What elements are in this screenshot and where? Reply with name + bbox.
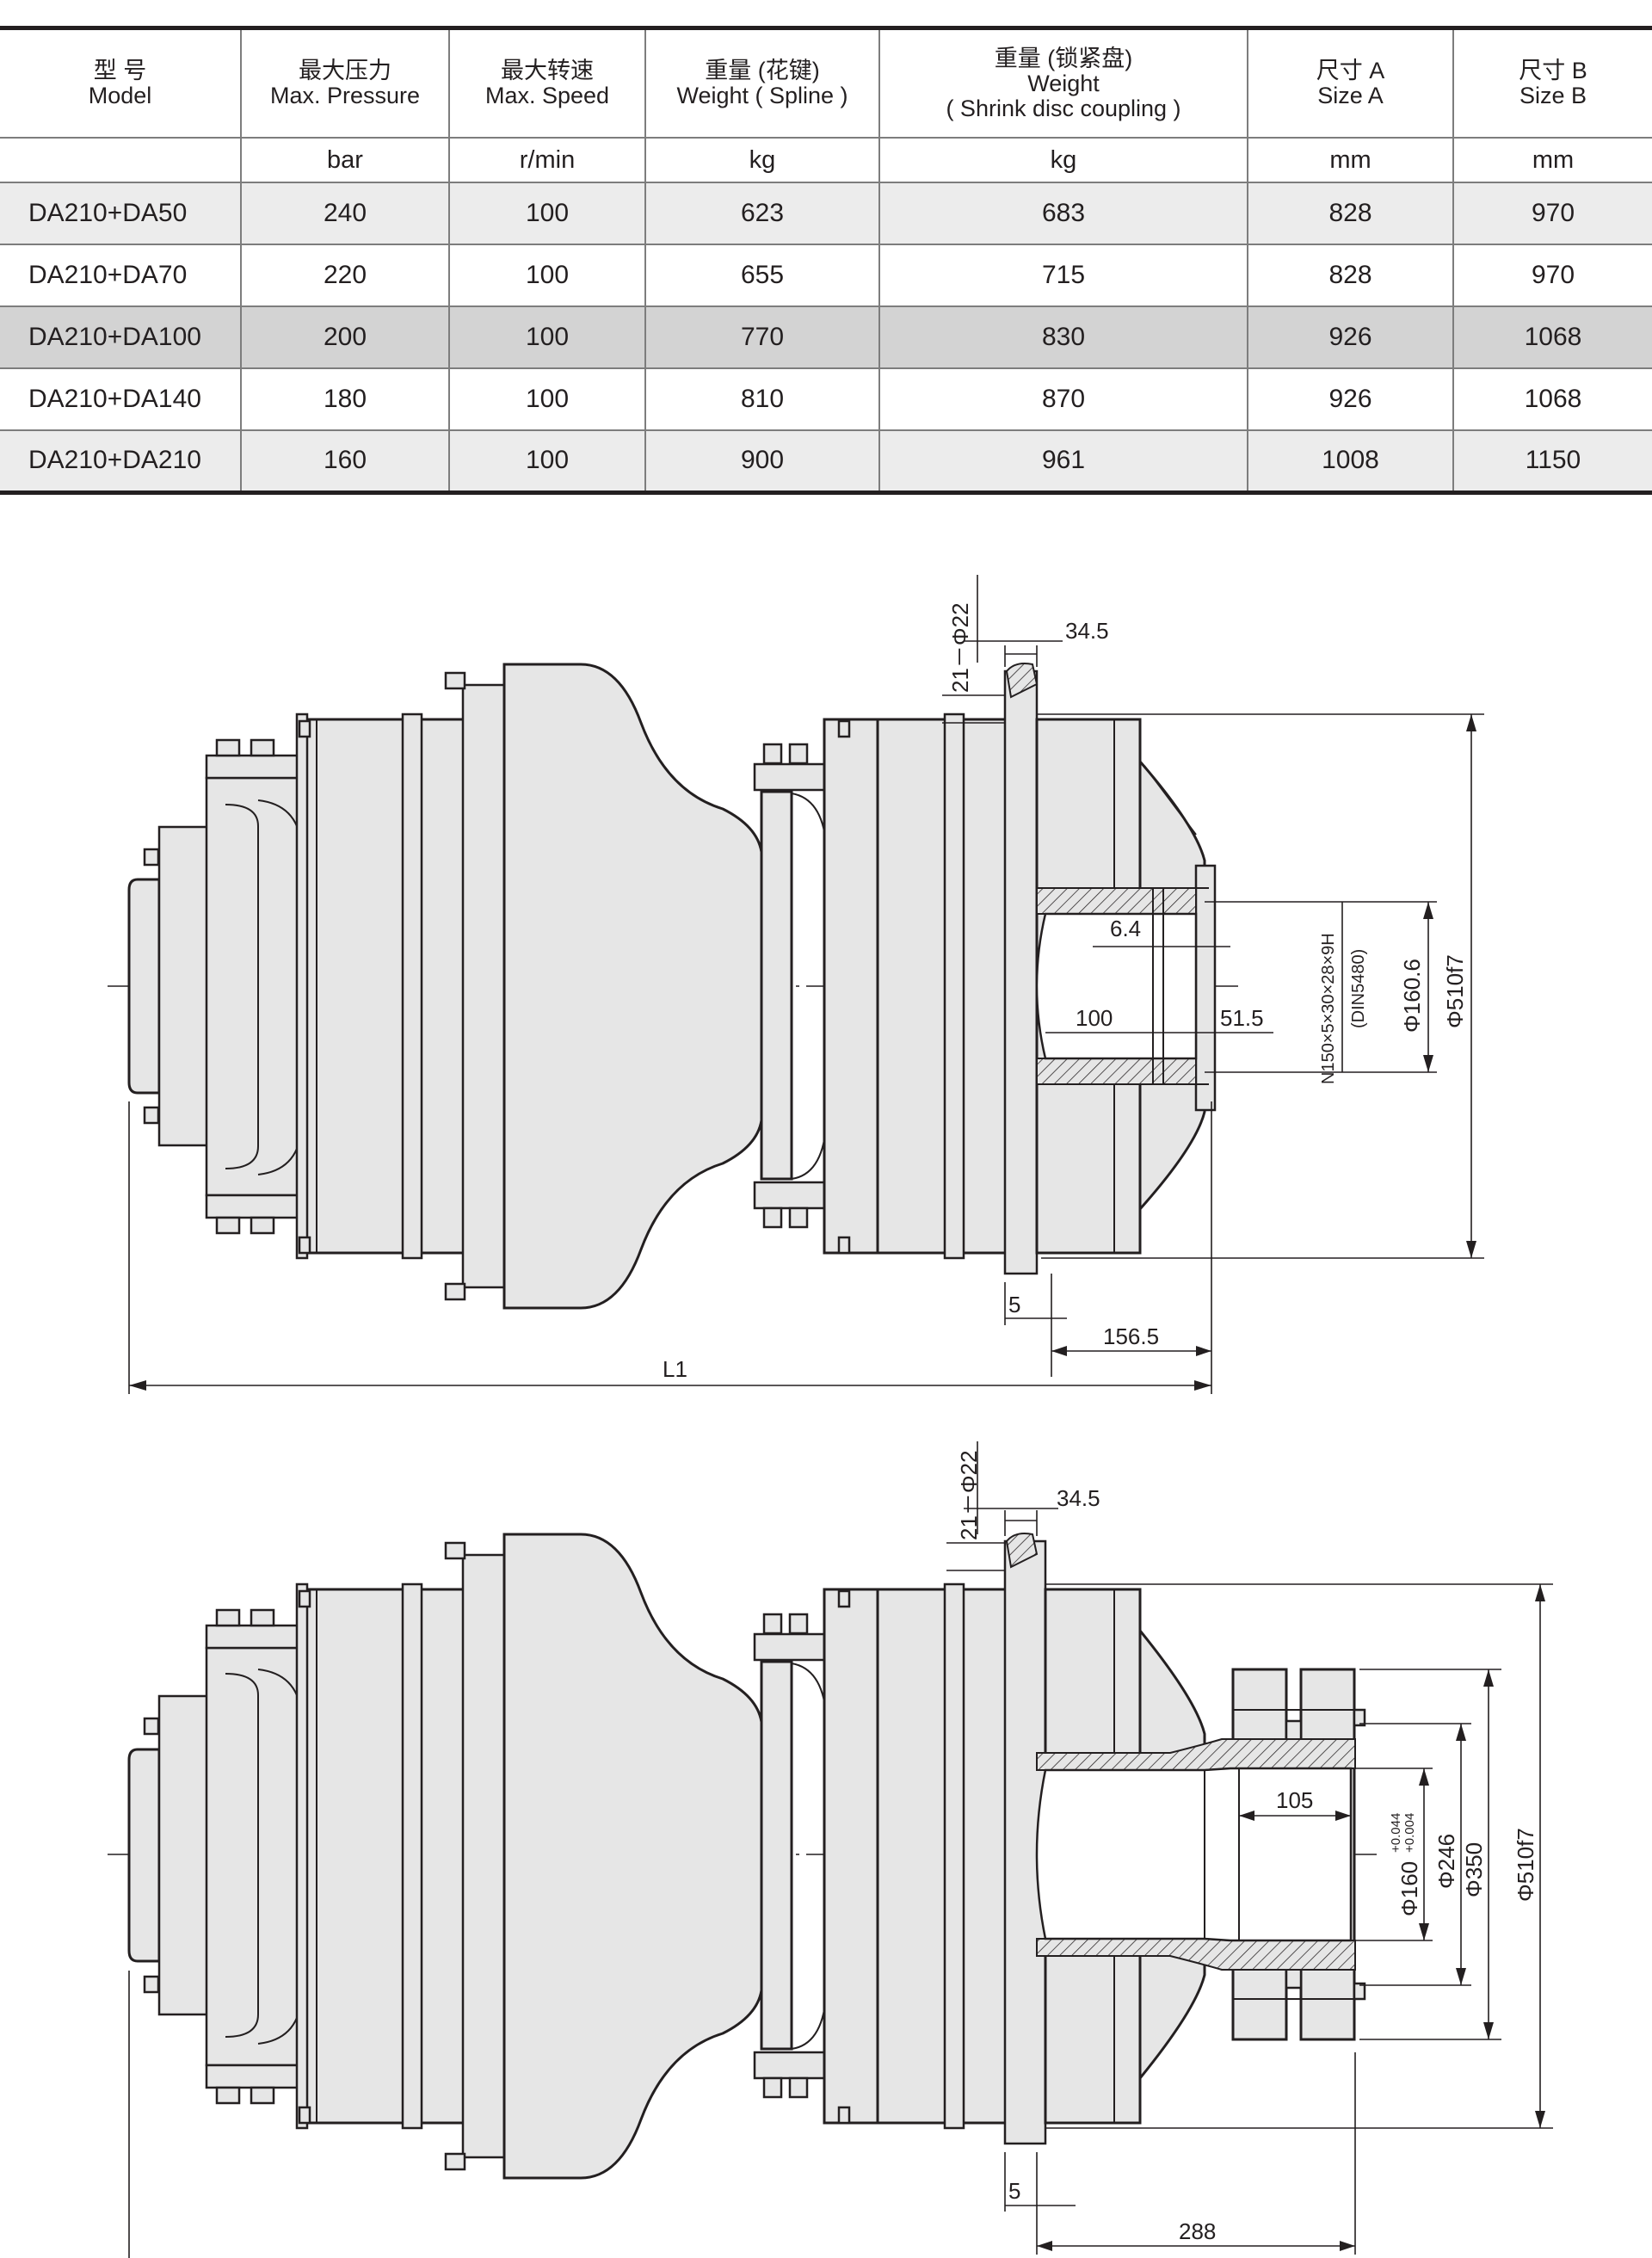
cell-weight-spline: 810 (645, 368, 880, 430)
dim-bore: Φ160.6 (1399, 959, 1425, 1033)
left-end-cap-2 (127, 1608, 307, 2105)
unit-size-a: mm (1248, 137, 1454, 182)
dim-total: L1 (663, 1356, 687, 1382)
cell-model: DA210+DA100 (0, 306, 242, 368)
cell-size-a: 926 (1248, 368, 1454, 430)
hollow-shaft (1035, 1738, 1356, 1971)
dim-pilot: Φ510f7 (1442, 954, 1468, 1028)
dim-length-2: 288 (1179, 2218, 1216, 2244)
cell-weight-shrink: 870 (879, 368, 1248, 430)
dim-bore-2: Φ160 (1396, 1861, 1422, 1916)
cell-pressure: 240 (241, 182, 450, 244)
cell-model: DA210+DA210 (0, 430, 242, 492)
cell-model: DA210+DA70 (0, 244, 242, 306)
cell-size-b: 1150 (1525, 446, 1581, 475)
cell-size-b: 1068 (1524, 323, 1582, 351)
unit-weight-shrink: kg (879, 137, 1248, 182)
left-end-cap (127, 776, 307, 1197)
cell-size-a: 1008 (1248, 430, 1454, 492)
dim-holes-2: 21－Φ22 (956, 1450, 982, 1540)
unit-speed: r/min (449, 137, 646, 182)
cell-speed: 100 (449, 244, 646, 306)
spline-std: (DIN5480) (1349, 949, 1368, 1028)
drawing-spline-version: 34.5 21－Φ22 Φ510f7 Φ160.6 N150×5×30×28×9… (108, 575, 1484, 1394)
dim-holes: 21－Φ22 (947, 602, 973, 693)
cell-size-a: 926 (1248, 306, 1454, 368)
dim-ring: Φ246 (1433, 1834, 1459, 1889)
cell-speed: 100 (449, 430, 646, 492)
cell-speed: 100 (449, 368, 646, 430)
dimensions-spline: 34.5 21－Φ22 Φ510f7 Φ160.6 N150×5×30×28×9… (128, 575, 1484, 1394)
unit-size-b: mm (1453, 137, 1652, 182)
dim-gap: 5 (1008, 1292, 1020, 1317)
dim-depth-2: 105 (1276, 1787, 1313, 1813)
dim-flange: 34.5 (1065, 618, 1109, 644)
motor-body-1-b (295, 1533, 763, 2180)
spline-bore (1035, 887, 1209, 1085)
cell-pressure: 220 (241, 244, 450, 306)
cell-weight-spline: 655 (645, 244, 880, 306)
dimensions-shrink: 34.5 21－Φ22 Φ510f7 Φ350 Φ246 Φ160 +0.044… (128, 1441, 1553, 2258)
dim-offset: 51.5 (1220, 1005, 1264, 1031)
cell-weight-spline: 770 (645, 306, 880, 368)
dim-gap-2: 5 (1008, 2178, 1020, 2204)
dim-flange-2: 34.5 (1057, 1485, 1100, 1511)
cell-size-b: 970 (1531, 261, 1575, 289)
middle-hub (753, 718, 882, 1255)
dim-depth: 100 (1076, 1005, 1113, 1031)
cell-weight-shrink: 961 (879, 430, 1248, 492)
cell-size-a: 828 (1248, 182, 1454, 244)
cell-speed: 100 (449, 306, 646, 368)
motor-body-1 (295, 663, 763, 1310)
unit-weight-spline: kg (645, 137, 880, 182)
cell-pressure: 160 (241, 430, 450, 492)
cell-size-a: 828 (1248, 244, 1454, 306)
cell-weight-spline: 900 (645, 430, 880, 492)
left-bolts (143, 738, 307, 1235)
cell-model: DA210+DA140 (0, 368, 242, 430)
cell-weight-spline: 623 (645, 182, 880, 244)
header-weight-shrink: 重量 (锁紧盘)Weight( Shrink disc coupling ) (879, 28, 1248, 138)
cell-weight-shrink: 715 (879, 244, 1248, 306)
spline-spec: N150×5×30×28×9H (1319, 933, 1338, 1084)
cell-weight-shrink: 830 (879, 306, 1248, 368)
cell-pressure: 200 (241, 306, 450, 368)
drawing-shrink-disc-version: 34.5 21－Φ22 Φ510f7 Φ350 Φ246 Φ160 +0.044… (108, 1441, 1553, 2258)
dim-disc: Φ350 (1461, 1842, 1487, 1897)
cell-speed: 100 (449, 182, 646, 244)
tol-lower: +0.004 (1402, 1813, 1417, 1853)
dim-length: 156.5 (1103, 1323, 1159, 1349)
units-row: bar r/min kg kg mm mm (0, 137, 1652, 182)
header-weight-spline: 重量 (花键)Weight ( Spline ) (645, 28, 880, 138)
unit-pressure: bar (241, 137, 450, 182)
cell-size-b: 1068 (1524, 385, 1582, 413)
cell-weight-shrink: 683 (879, 182, 1248, 244)
middle-hub-2 (753, 1588, 882, 2125)
cell-size-b: 970 (1531, 199, 1575, 227)
cell-pressure: 180 (241, 368, 450, 430)
tol-upper: +0.044 (1389, 1813, 1403, 1853)
dim-pilot-2: Φ510f7 (1513, 1828, 1538, 1902)
cell-model: DA210+DA50 (0, 182, 242, 244)
unit-model (0, 137, 242, 182)
dim-small: 6.4 (1110, 916, 1141, 941)
